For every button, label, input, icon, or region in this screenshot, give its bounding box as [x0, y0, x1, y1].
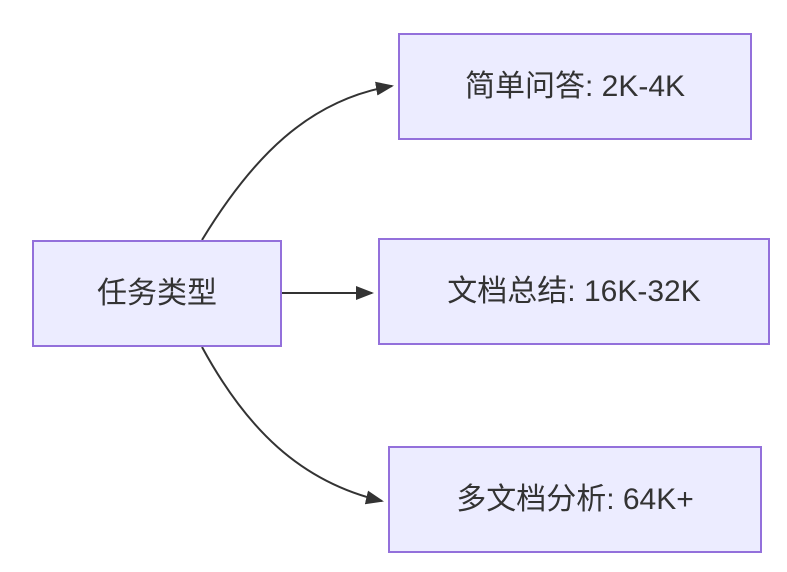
node-multidoc-analysis: 多文档分析: 64K+: [388, 446, 762, 553]
node-doc-summary-label: 文档总结: 16K-32K: [447, 274, 701, 308]
edge-root-to-simple-qa: [201, 81, 394, 241]
node-multidoc-analysis-label: 多文档分析: 64K+: [456, 482, 694, 516]
edge-root-to-multidoc: [201, 346, 384, 505]
node-doc-summary: 文档总结: 16K-32K: [378, 238, 770, 345]
node-task-type: 任务类型: [32, 240, 282, 347]
node-simple-qa: 简单问答: 2K-4K: [398, 33, 752, 140]
node-task-type-label: 任务类型: [97, 276, 217, 310]
node-simple-qa-label: 简单问答: 2K-4K: [464, 69, 686, 103]
